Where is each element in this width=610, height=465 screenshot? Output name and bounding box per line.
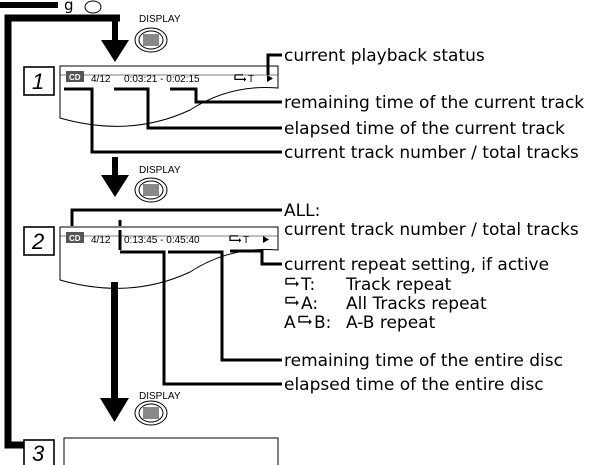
step-2: 2: [23, 226, 55, 256]
svg-text:CD: CD: [69, 73, 81, 82]
track-indicator: 4/12: [91, 74, 111, 85]
label-current-playback-status: current playback status: [284, 46, 485, 66]
repeat-a-desc: All Tracks repeat: [346, 294, 487, 314]
down-arrow-2: [101, 157, 129, 197]
disc-type-badge: [66, 232, 84, 243]
play-icon: [267, 75, 273, 82]
repeat-indicator: T: [248, 74, 254, 85]
label-remaining-time-track: remaining time of the current track: [284, 93, 584, 113]
fragment-text: g: [64, 0, 74, 14]
step-1: 1: [23, 66, 55, 96]
screen-1-labels: current playback status remaining time o…: [284, 46, 584, 163]
repeat-ab-prefix: A: [284, 313, 296, 333]
down-arrow-3: [100, 282, 129, 422]
step-number: 1: [32, 69, 44, 94]
label-all: ALL:: [284, 201, 320, 221]
screen-2-leaders: [70, 208, 282, 386]
disc-type-badge: [66, 71, 84, 82]
screen-2-labels: ALL: current track number / total tracks…: [284, 201, 579, 395]
tv-screen-2: CD 4/12 0:13:45 - 0:45:40 T: [59, 226, 279, 289]
repeat-indicator: T: [243, 235, 249, 246]
play-icon: [263, 236, 269, 243]
tv-screen-3: [63, 437, 279, 465]
repeat-icon: [285, 296, 299, 307]
label-track-number-total: current track number / total tracks: [284, 143, 579, 163]
repeat-t-key: T:: [300, 275, 315, 295]
display-button-face-icon: [143, 34, 159, 46]
label-elapsed-time-track: elapsed time of the current track: [284, 119, 565, 139]
step-number: 2: [31, 229, 44, 254]
display-button-2[interactable]: DISPLAY: [134, 165, 181, 203]
repeat-a-key: A:: [301, 294, 318, 314]
track-indicator: 4/12: [91, 235, 111, 246]
display-button-label: DISPLAY: [139, 391, 181, 402]
repeat-icon: [298, 315, 312, 326]
repeat-icon: [285, 277, 299, 288]
time-indicator: 0:13:45 - 0:45:40: [124, 235, 200, 246]
repeat-t-desc: Track repeat: [345, 275, 452, 295]
repeat-ab-key: B:: [314, 313, 331, 333]
top-fragment: g: [0, 0, 102, 14]
display-button-label: DISPLAY: [139, 165, 181, 176]
display-button-label: DISPLAY: [139, 14, 181, 25]
label-remaining-time-disc: remaining time of the entire disc: [284, 351, 563, 371]
repeat-ab-desc: A-B repeat: [346, 313, 436, 333]
label-elapsed-time-disc: elapsed time of the entire disc: [284, 375, 544, 395]
label-track-number-total-2: current track number / total tracks: [284, 220, 579, 240]
display-button-3[interactable]: DISPLAY: [134, 391, 181, 426]
svg-text:CD: CD: [69, 234, 81, 243]
label-current-repeat-setting: current repeat setting, if active: [284, 255, 549, 275]
display-button-face-icon: [143, 184, 159, 196]
display-button-face-icon: [143, 407, 159, 419]
step-number: 3: [32, 441, 45, 465]
step-3: 3: [23, 439, 55, 465]
down-arrow-1: [101, 18, 129, 62]
display-button-1[interactable]: DISPLAY: [134, 14, 181, 53]
screen-1-leaders: [64, 53, 282, 154]
time-indicator: 0:03:21 - 0:02:15: [124, 74, 200, 85]
flow-line: [4, 14, 120, 449]
